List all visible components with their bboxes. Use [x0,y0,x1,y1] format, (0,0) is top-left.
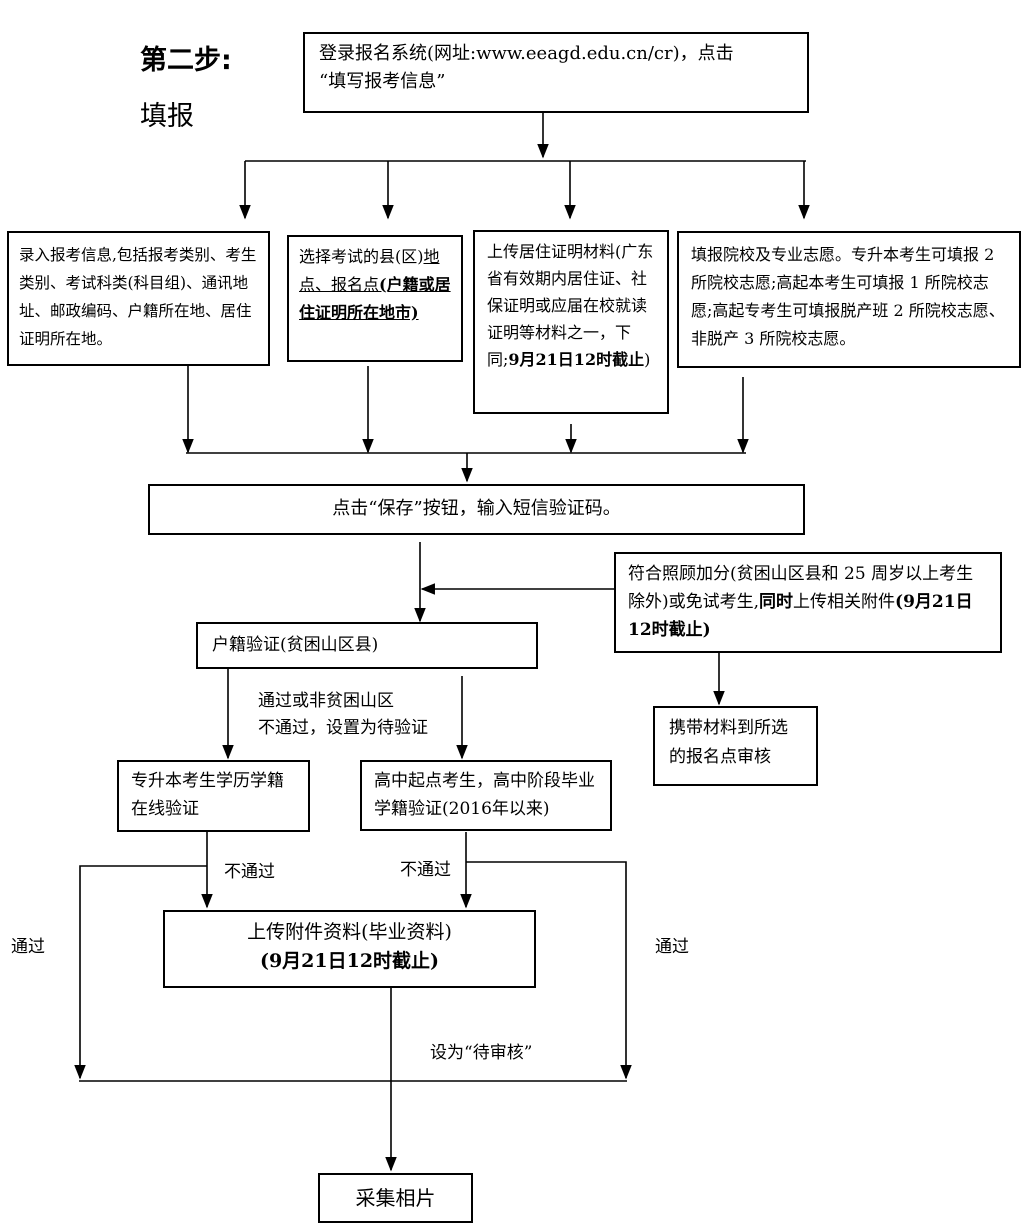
upload-residence-plain: 上传居住证明材料(广东省有效期内居住证、社保证明或应届在校就读证明等材料之一，下… [487,242,654,369]
bonus-plain-1: 符合照顾加分(贫困山区县和 25 周岁以上考生除外)或免试考生, [628,564,974,612]
huji-text: 户籍验证(贫困山区县) [212,635,379,655]
save-box: 点击“保存”按钮，输入短信验证码。 [148,484,805,535]
label-pass-or-nonpoor: 通过或非贫困山区 [258,691,394,711]
photo-box: 采集相片 [318,1173,473,1223]
label-fail-right: 不通过 [400,860,451,880]
label-pass-left: 通过 [11,937,45,957]
carry-box: 携带材料到所选的报名点审核 [653,706,818,786]
huji-box: 户籍验证(贫困山区县) [196,622,538,669]
login-line-2: “填写报考信息” [319,71,446,92]
select-site-bold: (户籍或居住证明所在地市) [299,275,451,322]
fill-school-text: 填报院校及专业志愿。专升本考生可填报 2 所院校志愿;高起本考生可填报 1 所院… [691,245,1005,348]
bonus-box: 符合照顾加分(贫困山区县和 25 周岁以上考生除外)或免试考生,同时上传相关附件… [614,552,1002,653]
select-site-box: 选择考试的县(区)地点、报名点(户籍或居住证明所在地市) [287,235,463,362]
save-text: 点击“保存”按钮，输入短信验证码。 [332,498,621,519]
upload-attach-deadline: (9月21日12时截止) [259,950,440,972]
upload-residence-box: 上传居住证明材料(广东省有效期内居住证、社保证明或应届在校就读证明等材料之一，下… [473,230,669,414]
login-line-1: 登录报名系统(网址:www.eeagd.edu.cn/cr)，点击 [319,43,734,64]
bonus-plain-2: 上传相关附件 [793,592,896,612]
upload-residence-deadline: 9月21日12时截止 [508,350,645,369]
photo-text: 采集相片 [355,1186,436,1210]
label-set-pending-review: 设为“待审核” [430,1043,533,1063]
upload-attach-box: 上传附件资料(毕业资料) (9月21日12时截止) [163,910,536,988]
bonus-deadline: (9月21日12时截止) [628,592,973,640]
gz-verify-text: 高中起点考生，高中阶段毕业学籍验证(2016年以来) [374,771,595,819]
select-site-underline: 地点、报名点 [299,247,440,294]
zsb-verify-text: 专升本考生学历学籍在线验证 [131,771,284,819]
login-box: 登录报名系统(网址:www.eeagd.edu.cn/cr)，点击 “填写报考信… [303,32,809,113]
record-info-text: 录入报考信息,包括报考类别、考生类别、考试科类(科目组)、通讯地址、邮政编码、户… [19,246,257,348]
fill-school-box: 填报院校及专业志愿。专升本考生可填报 2 所院校志愿;高起本考生可填报 1 所院… [677,231,1021,368]
label-fail-pending: 不通过，设置为待验证 [258,718,428,738]
label-pass-right: 通过 [655,937,689,957]
zsb-verify-box: 专升本考生学历学籍在线验证 [117,760,310,832]
step-subtitle: 填报 [140,101,194,132]
upload-attach-line-1: 上传附件资料(毕业资料) [247,921,452,943]
carry-text: 携带材料到所选的报名点审核 [669,718,788,767]
gz-verify-box: 高中起点考生，高中阶段毕业学籍验证(2016年以来) [360,760,612,831]
upload-residence-tail: ) [644,350,651,369]
bonus-bold-1: 同时 [759,592,794,612]
select-site-plain: 选择考试的县(区) [299,247,424,266]
record-info-box: 录入报考信息,包括报考类别、考生类别、考试科类(科目组)、通讯地址、邮政编码、户… [7,231,270,366]
label-fail-left: 不通过 [224,862,275,882]
step-title: 第二步: [140,45,232,76]
